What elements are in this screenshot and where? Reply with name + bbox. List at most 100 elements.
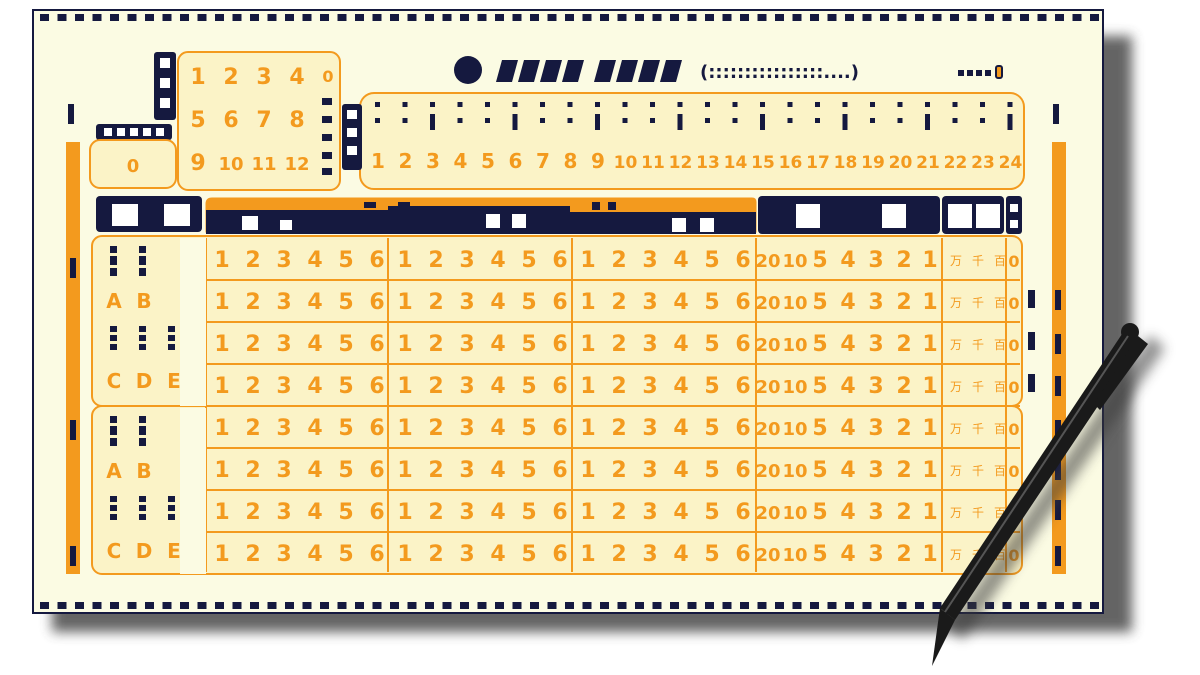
bubble-digit: 5 [521, 290, 536, 315]
bubble-digit: 6 [552, 416, 567, 441]
bubble-digit: 6 [735, 374, 750, 399]
day-number: 5 [481, 149, 495, 173]
bubble-digit: 3 [276, 416, 291, 441]
bubble-digit: 5 [338, 374, 353, 399]
side-mark [168, 505, 175, 511]
rail-mark [1055, 420, 1061, 440]
day-dot [375, 118, 380, 123]
bubble-digit: 3 [459, 290, 474, 315]
timing-mark [775, 602, 784, 609]
day-dot [760, 102, 765, 107]
score-digit: 20 [755, 293, 780, 314]
bubble-digit: 1 [214, 248, 229, 273]
bubble-digit: 3 [276, 290, 291, 315]
bubble-digit: 6 [552, 542, 567, 567]
day-dot [485, 118, 490, 123]
timing-mark [1090, 602, 1099, 609]
header-right-marks [958, 65, 1003, 79]
bubble-digit: 4 [673, 542, 688, 567]
header-mark [958, 70, 964, 76]
timing-mark [1002, 602, 1012, 609]
header-cell [1010, 204, 1018, 212]
side-mark [110, 344, 117, 350]
header-tick [364, 202, 376, 208]
day-dot [870, 118, 875, 123]
bubble-digit: 3 [642, 416, 657, 441]
timing-mark [792, 14, 802, 21]
logo-bar [594, 60, 616, 82]
month-mark [322, 134, 332, 141]
strip-cell [156, 128, 164, 136]
bubble-digit: 4 [307, 290, 322, 315]
score-digit: 10 [782, 503, 807, 524]
timing-mark [355, 602, 364, 609]
bubble-digit: 1 [397, 248, 412, 273]
day-dot [952, 102, 958, 107]
bubble-digit: 5 [521, 332, 536, 357]
timing-mark [547, 602, 557, 609]
bubble-digit: 2 [428, 248, 443, 273]
side-mark [139, 505, 146, 511]
score-digit: 4 [840, 332, 855, 357]
rail-mark [70, 546, 76, 566]
side-letter: E [167, 539, 181, 563]
day-number: 24 [999, 153, 1023, 173]
bubble-digit: 3 [642, 374, 657, 399]
score-digit: 10 [782, 419, 807, 440]
bubble-digit: 6 [369, 542, 384, 567]
bubble-digit: 4 [673, 248, 688, 273]
timing-mark [92, 14, 102, 21]
edge-mark [1028, 290, 1035, 308]
bubble-digit: 2 [245, 290, 260, 315]
timing-mark [1002, 14, 1012, 21]
timing-mark [740, 602, 749, 609]
timing-mark [40, 602, 49, 609]
timing-mark [477, 602, 487, 609]
header-tick [608, 202, 616, 210]
day-number: 7 [536, 149, 550, 173]
timing-mark [827, 602, 837, 609]
bubble-digit: 5 [521, 458, 536, 483]
bubble-digit: 5 [704, 542, 719, 567]
score-digit: 20 [755, 419, 780, 440]
side-mark [139, 496, 146, 502]
timing-mark [670, 14, 679, 21]
day-dot [540, 118, 545, 123]
strip-cell [347, 110, 357, 119]
header-cell [512, 214, 526, 228]
score-digit: 10 [782, 461, 807, 482]
bubble-digit: 4 [490, 500, 505, 525]
bubble-digit: 2 [428, 374, 443, 399]
side-mark [110, 335, 117, 341]
timing-mark [915, 602, 924, 609]
day-number: 4 [454, 149, 468, 173]
bubble-digit: 5 [338, 248, 353, 273]
timing-mark [215, 602, 224, 609]
bubble-digit: 2 [428, 458, 443, 483]
bubble-digit: 1 [397, 542, 412, 567]
side-mark [110, 514, 117, 520]
timing-mark [670, 602, 679, 609]
day-dot [980, 118, 985, 123]
score-digit: 1 [922, 290, 937, 315]
score-digit: 2 [896, 332, 911, 357]
bubble-digit: 1 [397, 290, 412, 315]
timing-mark [862, 14, 872, 21]
timing-mark [127, 602, 137, 609]
bubble-digit: 6 [369, 500, 384, 525]
timing-mark [337, 602, 347, 609]
side-letter: A [106, 459, 122, 483]
timing-mark [442, 602, 452, 609]
bubble-digit: 5 [338, 458, 353, 483]
day-number: 6 [509, 149, 523, 173]
kanji-label: 万 [950, 254, 962, 268]
score-digit: 1 [922, 416, 937, 441]
timing-mark [1037, 602, 1047, 609]
day-number: 12 [669, 153, 693, 173]
header-cell [700, 218, 714, 232]
bubble-digit: 3 [276, 248, 291, 273]
score-digit: 2 [896, 248, 911, 273]
score-digit: 4 [840, 290, 855, 315]
kanji-label: 千 [972, 380, 984, 394]
bubble-digit: 1 [397, 416, 412, 441]
